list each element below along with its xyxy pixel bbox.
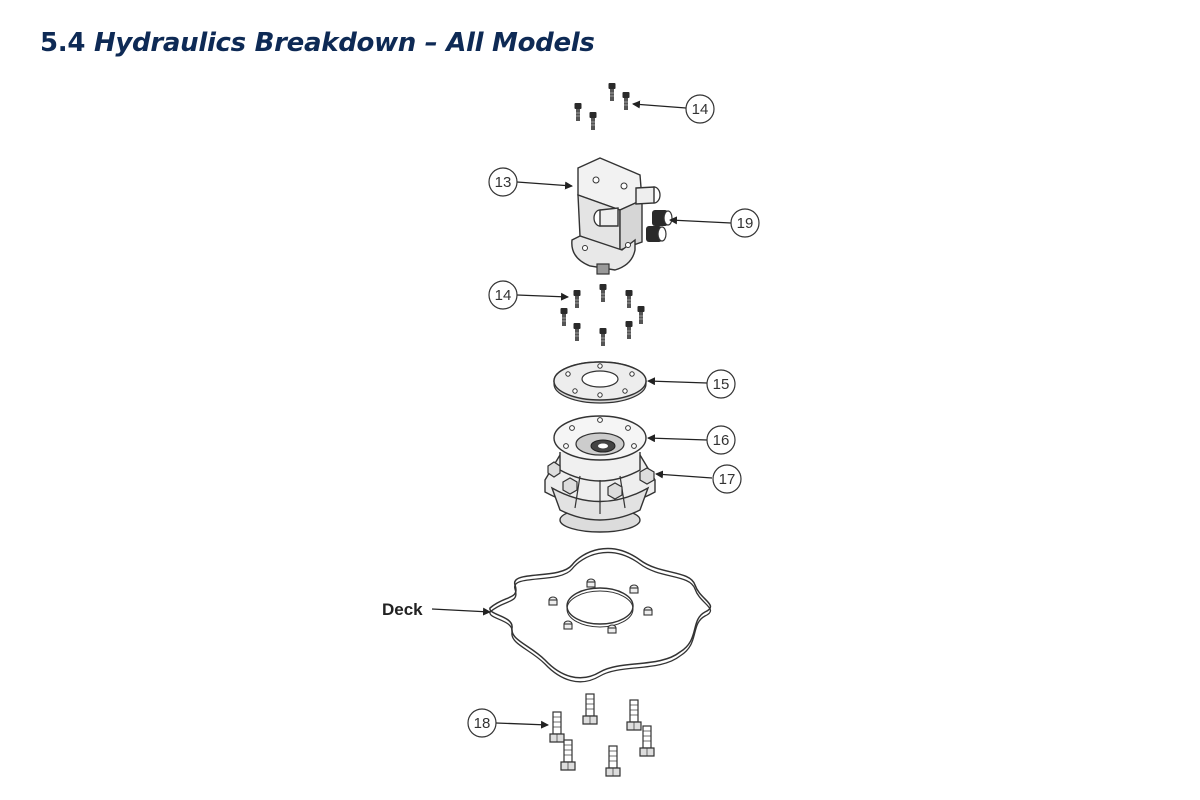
part-15-spacer-plate — [553, 361, 647, 404]
section-number: 5.4 — [40, 28, 86, 58]
part-18-bolts — [549, 693, 655, 777]
callout-16: 16 — [706, 425, 736, 455]
part-14-top-bolts — [574, 82, 630, 131]
callout-14-mid: 14 — [488, 280, 518, 310]
part-16-spindle-housing — [544, 415, 656, 533]
callout-label: 18 — [474, 715, 491, 732]
callout-label: 14 — [495, 287, 512, 304]
callout-label: 17 — [719, 471, 736, 488]
part-13-hydraulic-motor — [571, 157, 661, 275]
callout-13: 13 — [488, 167, 518, 197]
deck-label: Deck — [382, 600, 423, 619]
callout-18: 18 — [467, 708, 497, 738]
callout-label: 19 — [737, 215, 754, 232]
callout-label: 16 — [713, 432, 730, 449]
page-title: 5.4 Hydraulics Breakdown – All Models — [40, 28, 595, 58]
part-19-fittings — [646, 210, 673, 242]
callout-14-top: 14 — [685, 94, 715, 124]
callout-19: 19 — [730, 208, 760, 238]
section-title: Hydraulics Breakdown – All Models — [93, 28, 595, 58]
callout-label: 15 — [713, 376, 730, 393]
deck-plate — [489, 547, 712, 683]
part-17-nuts — [547, 461, 655, 500]
callout-label: 13 — [495, 174, 512, 191]
part-14-mid-bolts — [560, 283, 645, 347]
callout-15: 15 — [706, 369, 736, 399]
leader-lines — [431, 100, 732, 729]
callout-17: 17 — [712, 464, 742, 494]
callout-label: 14 — [692, 101, 709, 118]
